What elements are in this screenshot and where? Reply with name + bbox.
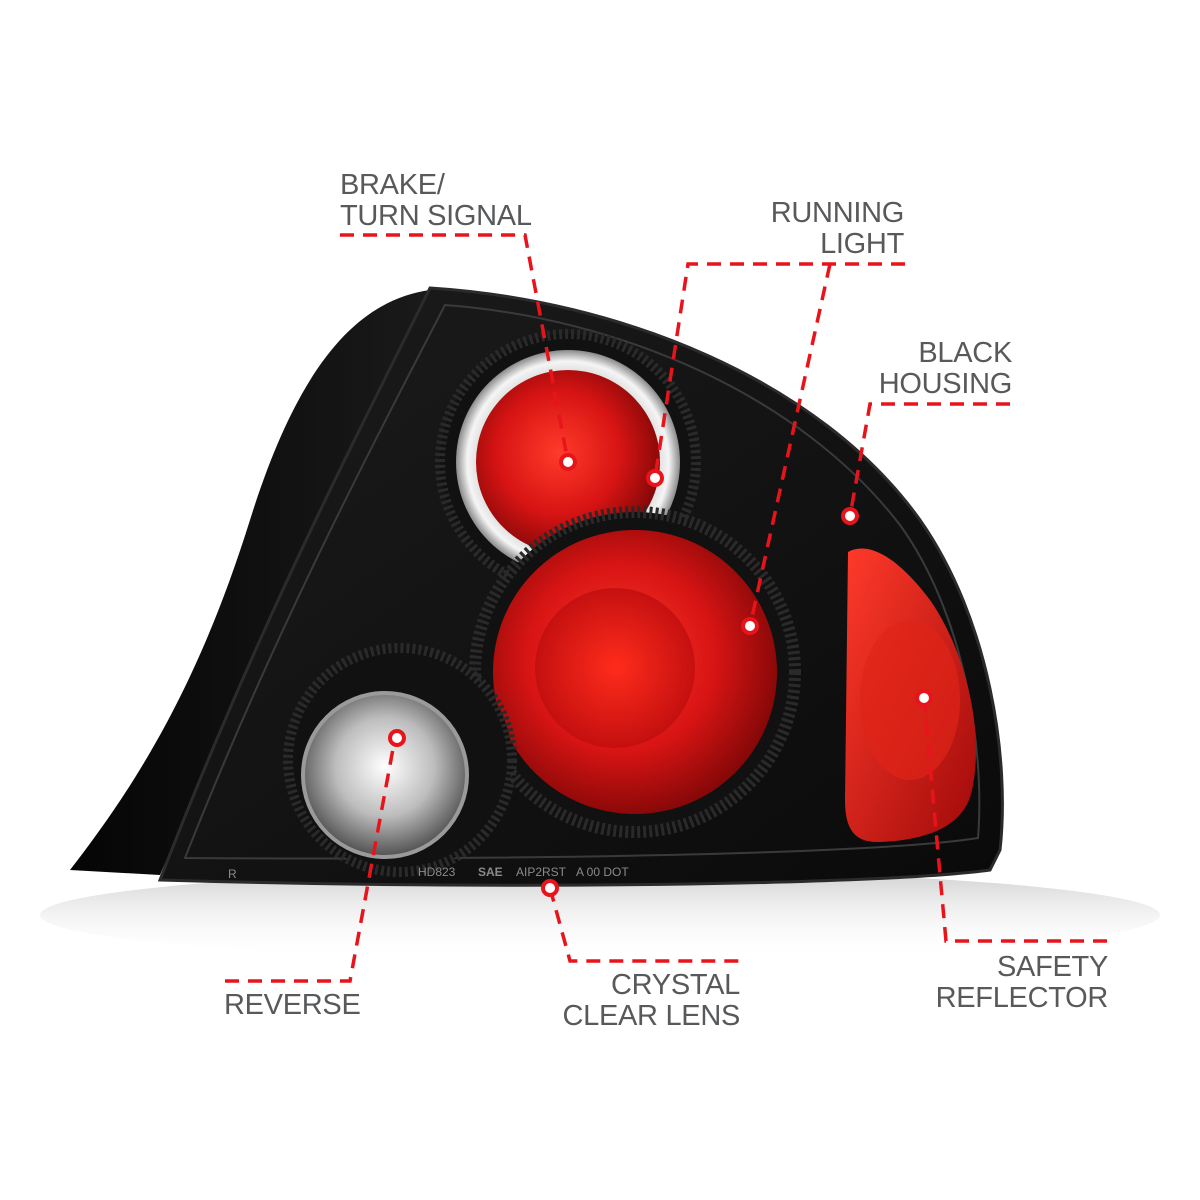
callout-dot-running-b: [741, 617, 759, 635]
callout-line-lens: [548, 887, 740, 963]
label-black-housing: BLACK HOUSING: [878, 337, 1013, 400]
svg-text:SAE: SAE: [478, 865, 503, 879]
label-safety-reflector: SAFETY REFLECTOR: [935, 951, 1109, 1014]
label-brake-turn-signal: BRAKE/ TURN SIGNAL: [340, 169, 532, 232]
running-reflector-core: [535, 588, 695, 748]
reverse-lens: [301, 691, 469, 859]
callout-dot-brake: [559, 453, 577, 471]
callout-line-reverse: [225, 737, 397, 983]
svg-text:HD823: HD823: [418, 865, 456, 879]
callout-line-running-b: [748, 263, 832, 627]
callout-line-brake: [340, 233, 570, 463]
housing-bezel: [183, 303, 981, 860]
svg-text:A 00 DOT: A 00 DOT: [576, 865, 629, 879]
housing-side: [70, 290, 430, 875]
callout-dot-lens: [541, 879, 559, 897]
label-crystal-clear-lens: CRYSTAL CLEAR LENS: [562, 969, 740, 1032]
label-reverse: REVERSE: [224, 989, 361, 1021]
callout-line-reflector: [922, 697, 1107, 943]
embossed-markings: R HD823 SAE AIP2RST A 00 DOT: [228, 865, 629, 881]
callout-line-housing: [848, 402, 1010, 517]
label-running-light: RUNNING LIGHT: [770, 197, 905, 260]
callout-dot-housing: [841, 507, 859, 525]
callout-dot-running-a: [646, 469, 664, 487]
safety-reflector-core: [860, 620, 960, 780]
floor-reflection: [40, 870, 1160, 960]
callout-line-running-a: [653, 262, 905, 479]
svg-text:AIP2RST: AIP2RST: [516, 865, 567, 879]
callout-dot-reflector: [915, 689, 933, 707]
callout-dot-reverse: [388, 729, 406, 747]
svg-text:R: R: [228, 867, 237, 881]
